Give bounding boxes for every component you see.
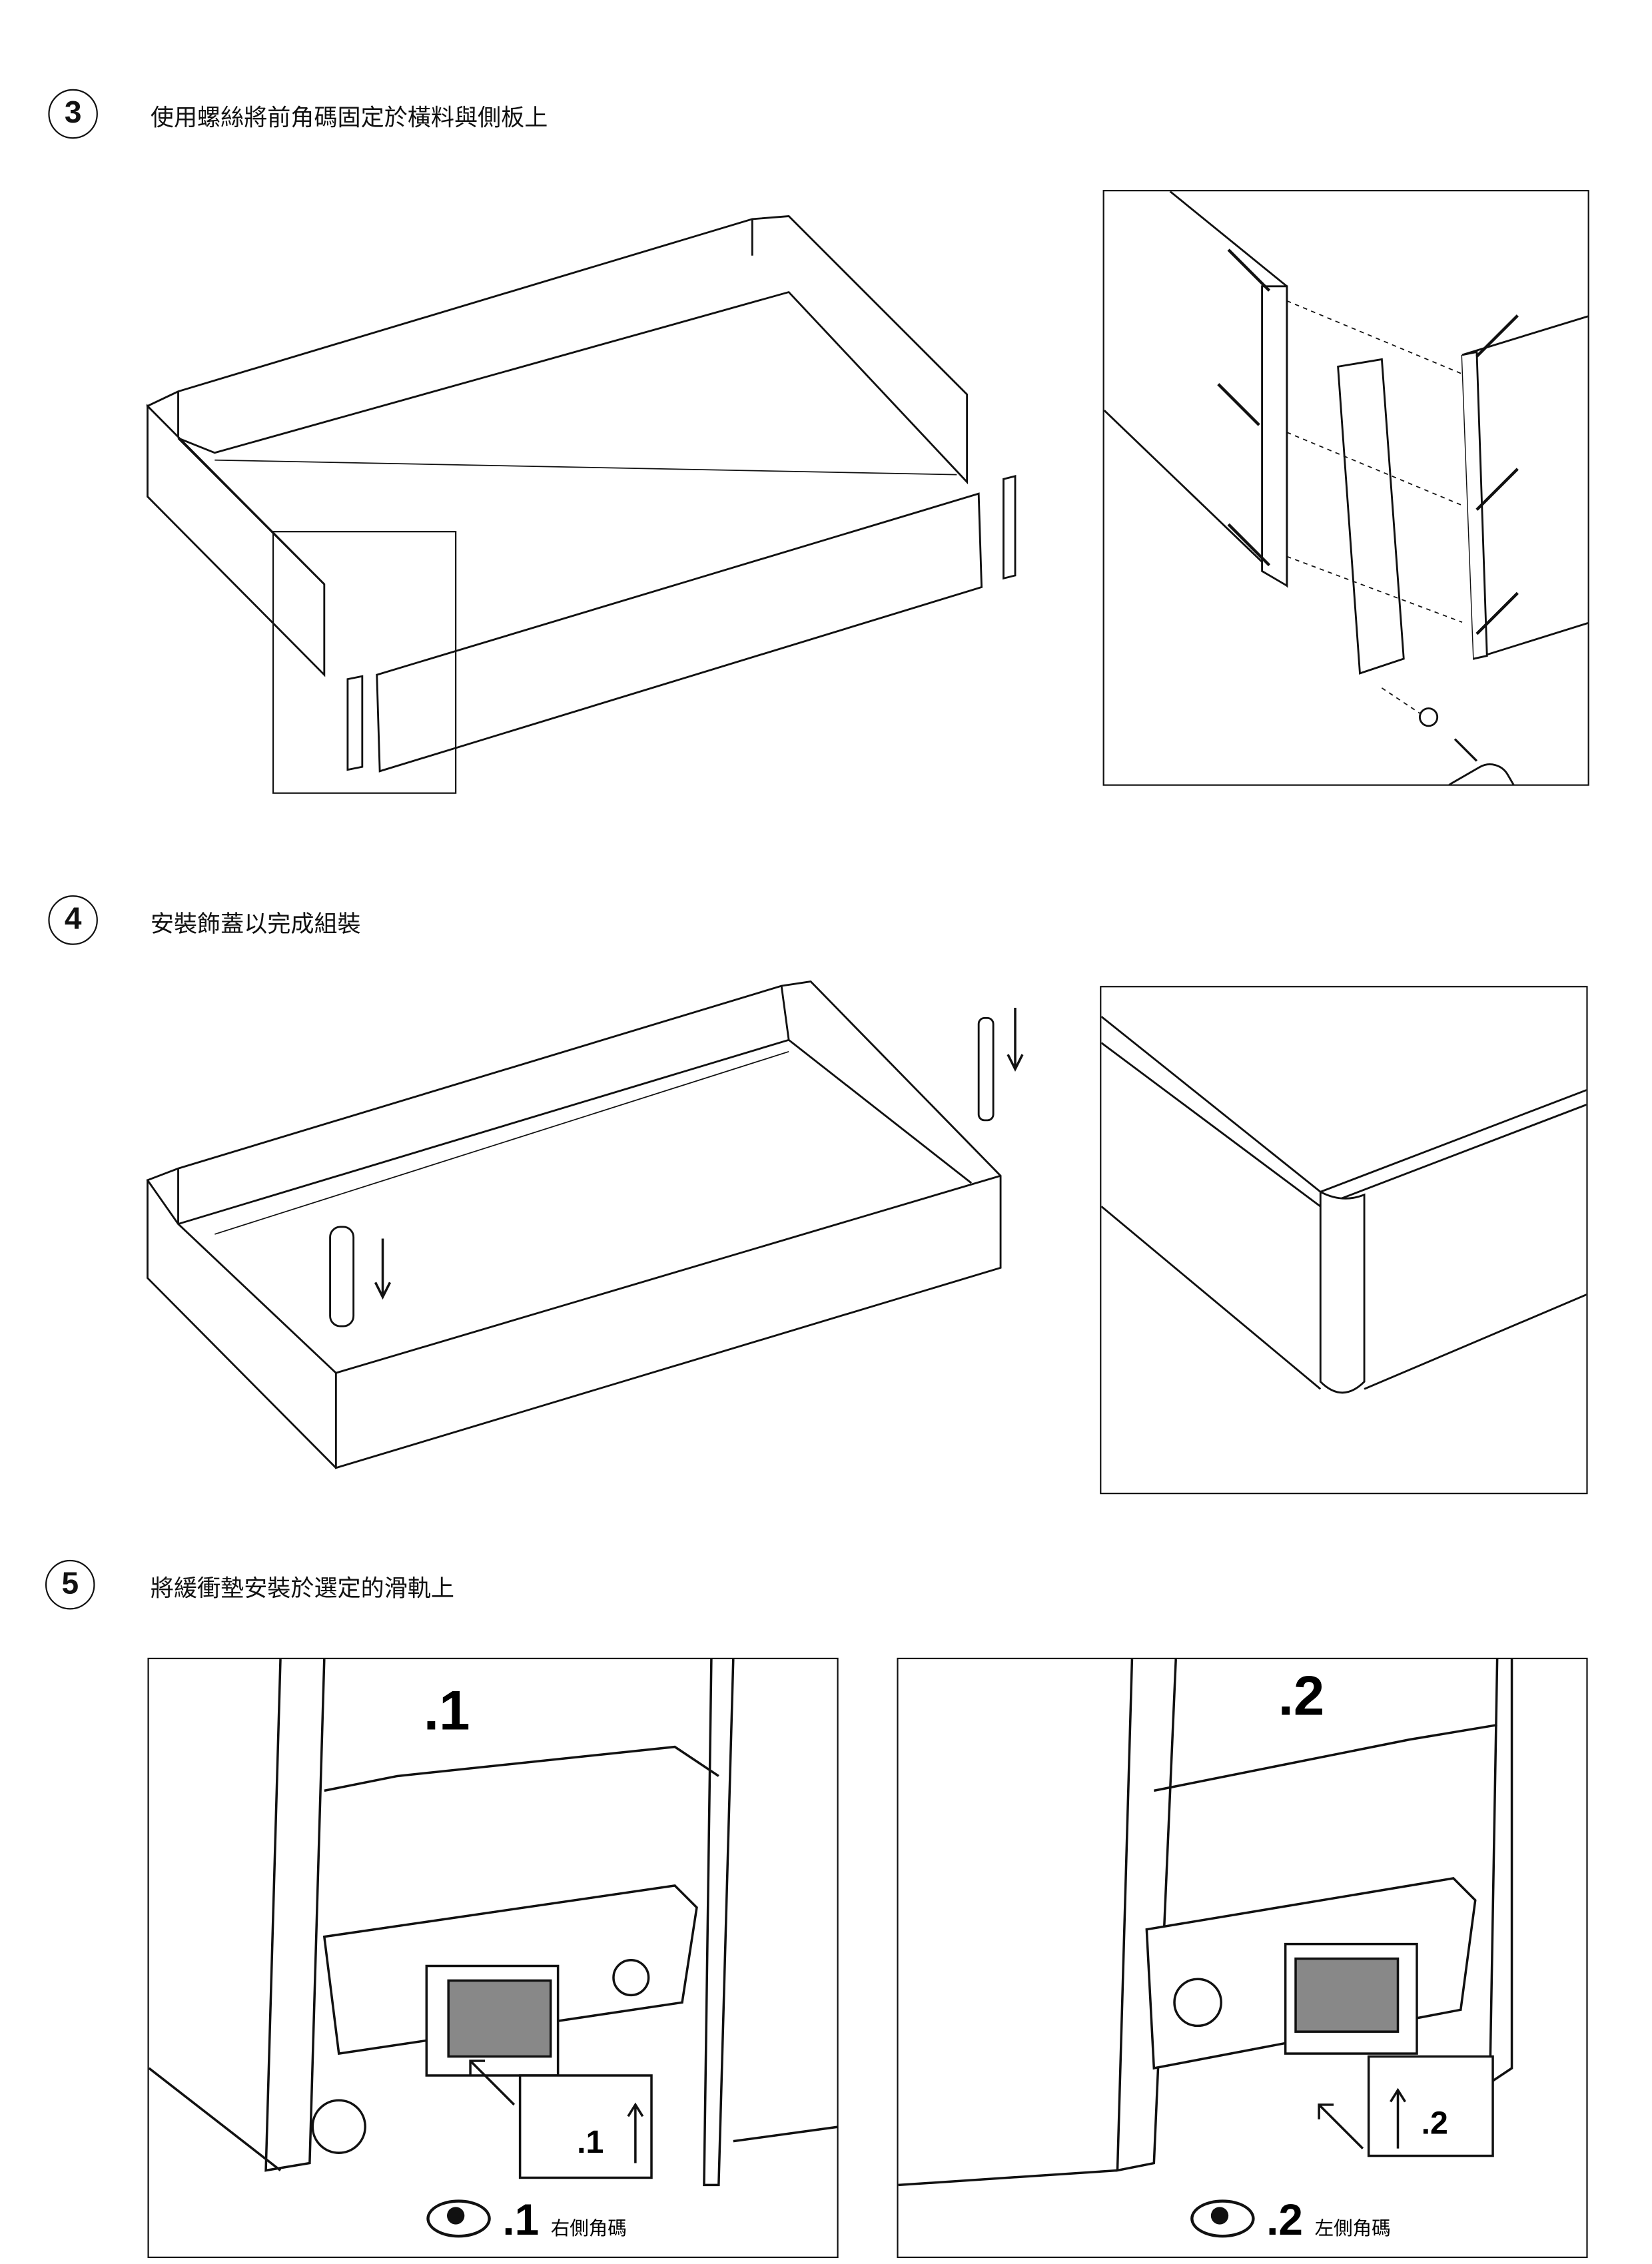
eye-icon: [426, 2199, 491, 2238]
step-5-number: 5: [45, 1559, 95, 1610]
step-4-number: 4: [48, 895, 98, 945]
step-4-detail-frame: [1100, 986, 1588, 1495]
panel-2-marker: .2: [1278, 1666, 1325, 1728]
panel-1-view-number: .1: [502, 2196, 540, 2245]
step-3-number: 3: [48, 89, 98, 139]
step-5-panel-right-corner: .1 .1 .1 右側角碼: [147, 1657, 839, 2259]
step-5-panel-left-corner: .2 .2 .2 左側角碼: [897, 1657, 1588, 2259]
step-5-instruction: 將緩衝墊安裝於選定的滑軌上: [150, 1574, 454, 1603]
panel-2-tag: .2: [1421, 2104, 1448, 2141]
panel-2-view-number: .2: [1266, 2196, 1304, 2245]
panel-1-marker: .1: [423, 1681, 470, 1743]
panel-1-tag: .1: [577, 2123, 604, 2161]
panel-1-view-label: .1 右側角碼: [426, 2197, 627, 2247]
step-4-drawer-illustration: [146, 980, 1024, 1469]
eye-icon: [1190, 2199, 1255, 2238]
step-3-drawer-illustration: [146, 215, 1017, 794]
panel-2-view-text: 左側角碼: [1314, 2218, 1391, 2241]
step-3-detail-frame: [1102, 190, 1589, 786]
step-4-instruction: 安裝飾蓋以完成組裝: [150, 910, 361, 938]
step-3-instruction: 使用螺絲將前角碼固定於橫料與側板上: [150, 103, 548, 132]
panel-1-view-text: 右側角碼: [550, 2218, 627, 2241]
panel-2-view-label: .2 左側角碼: [1190, 2197, 1391, 2247]
